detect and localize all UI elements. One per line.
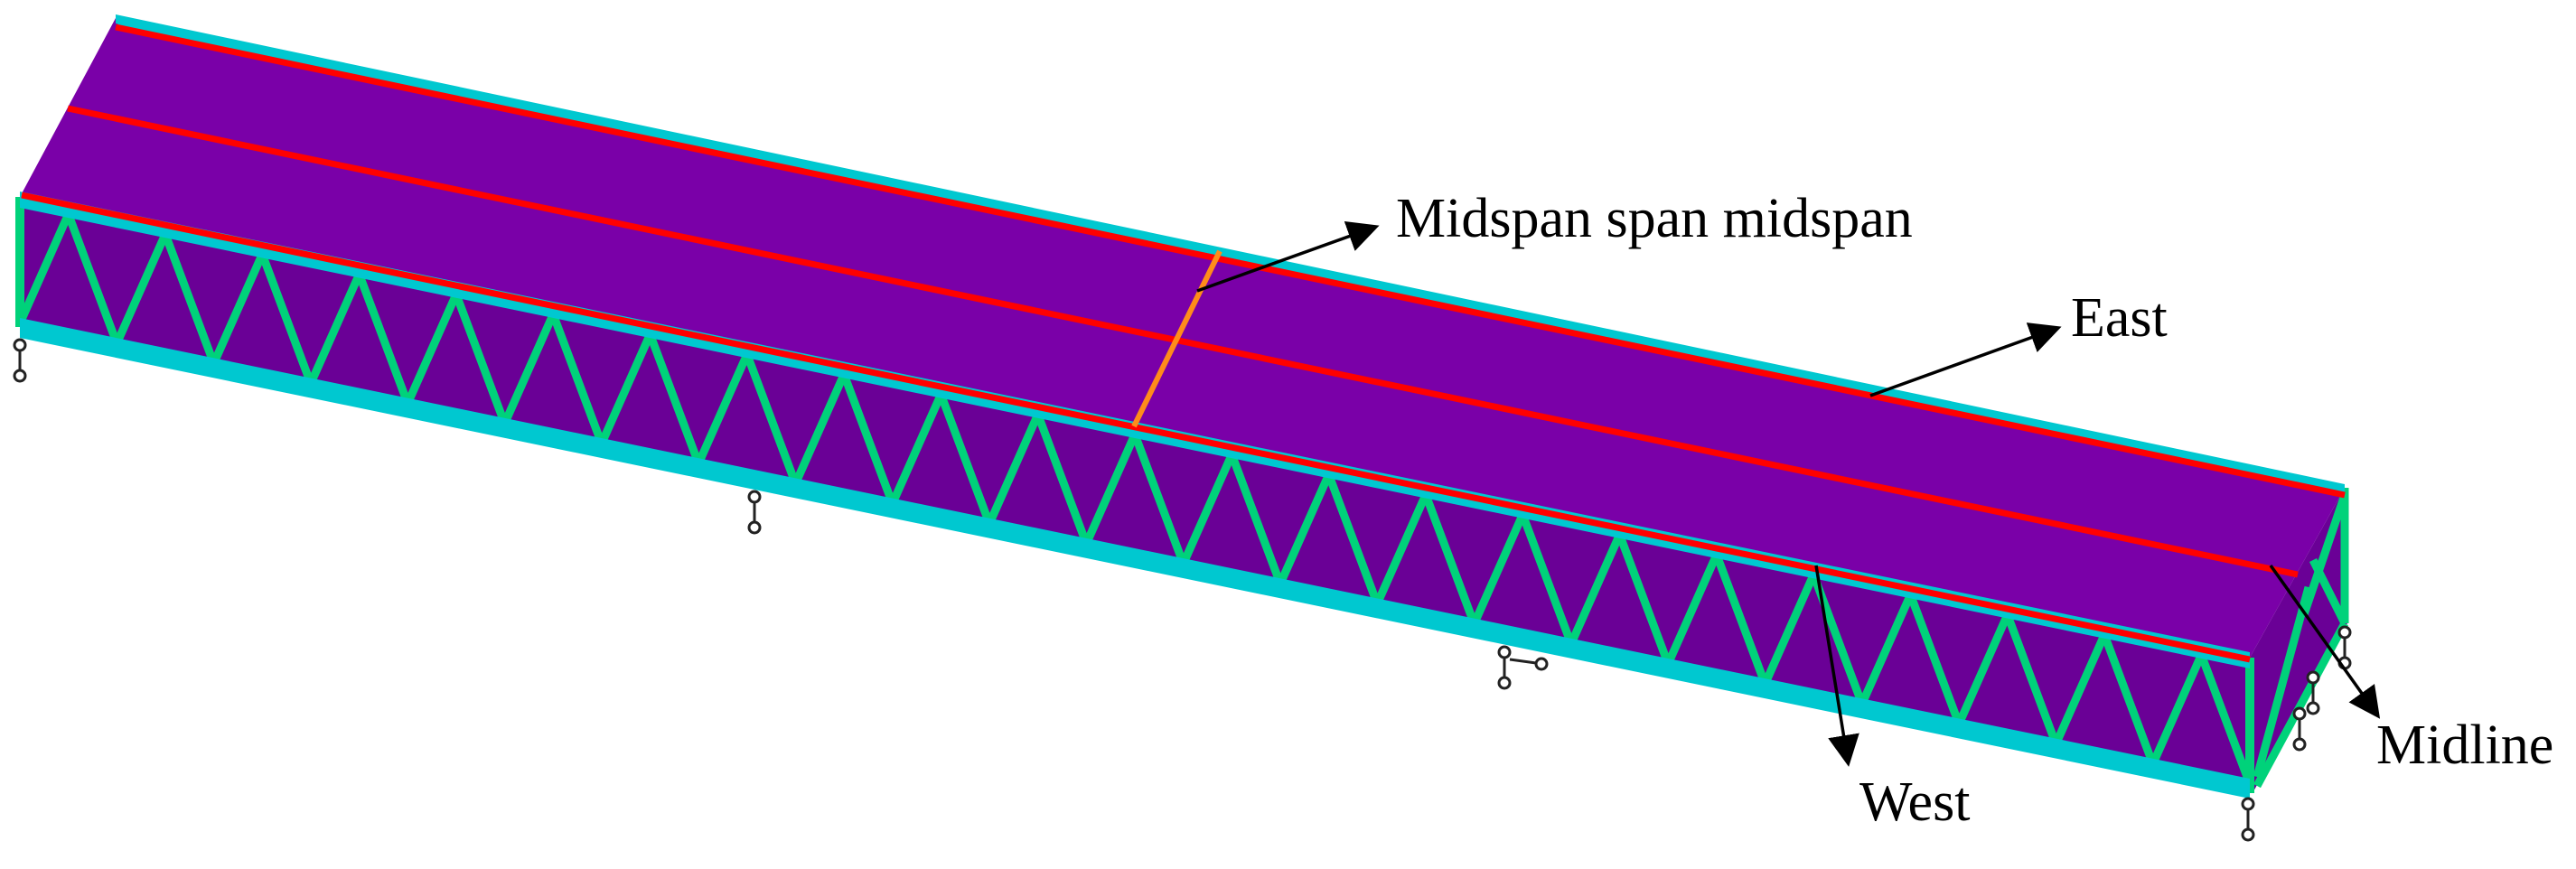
web-member	[1034, 413, 1091, 546]
east-arrow	[1869, 322, 2062, 397]
east-label: East	[2071, 287, 2168, 349]
support-icon	[13, 338, 27, 383]
web-member	[1664, 553, 1720, 666]
web-member	[1082, 433, 1139, 546]
web-member	[1130, 433, 1187, 565]
web-member	[1616, 533, 1672, 666]
support-icon	[747, 490, 762, 535]
support-icon	[1509, 657, 1549, 671]
web-member	[113, 232, 170, 345]
web-member	[64, 212, 121, 345]
web-member	[1228, 453, 1285, 585]
end-truss-right	[2250, 488, 2349, 793]
web-member	[306, 272, 363, 386]
midline-arrow	[2269, 564, 2381, 719]
web-member	[937, 393, 994, 526]
web-member	[1179, 453, 1236, 565]
web-member	[1373, 492, 1430, 606]
web-member	[646, 332, 703, 465]
web-member	[1712, 553, 1769, 686]
web-member	[2149, 653, 2206, 766]
web-member	[985, 413, 1042, 526]
end-truss-member	[2300, 493, 2349, 616]
web-member	[1906, 593, 1963, 726]
web-member	[1761, 573, 1818, 686]
supports	[13, 338, 2352, 842]
deck-top-surface	[20, 18, 2345, 658]
truss-web-members	[15, 197, 2254, 793]
web-member	[2197, 653, 2254, 786]
web-member	[1567, 533, 1624, 646]
web-member	[597, 332, 654, 445]
web-member	[1470, 512, 1527, 626]
web-member	[2003, 612, 2060, 746]
midline-label: Midline	[2376, 715, 2553, 776]
end-truss-member	[2253, 585, 2313, 779]
midspan-line	[1131, 249, 1222, 428]
web-member	[258, 252, 315, 386]
web-member	[1276, 472, 1333, 586]
west-arrow	[1814, 565, 1859, 767]
web-member	[452, 293, 509, 425]
support-icon	[2241, 797, 2255, 842]
web-member	[1325, 472, 1382, 606]
web-member	[1421, 492, 1478, 626]
midline-rail	[67, 105, 2299, 578]
web-member	[404, 292, 460, 406]
web-member	[210, 252, 267, 366]
web-member	[1519, 513, 1576, 646]
web-member	[2100, 633, 2157, 766]
web-member	[888, 392, 945, 506]
support-icon	[1497, 645, 1512, 690]
east-rail	[115, 23, 2346, 499]
bottom-chord	[20, 318, 2250, 799]
web-member	[839, 372, 896, 506]
web-member	[161, 232, 218, 365]
web-member	[15, 212, 72, 325]
web-member	[695, 352, 751, 466]
west-label: West	[1859, 771, 1970, 833]
support-icon	[2306, 670, 2320, 715]
support-icon	[2292, 706, 2307, 752]
web-member	[501, 313, 557, 425]
west-rail	[21, 192, 2251, 663]
midspan-label: Midspan span midspan	[1396, 188, 1913, 249]
web-member	[1954, 612, 2011, 726]
far-top-chord	[116, 14, 2345, 493]
web-member	[1858, 593, 1915, 706]
web-member	[2052, 632, 2109, 746]
web-member	[548, 313, 606, 445]
end-truss-member	[2309, 557, 2349, 626]
web-member	[792, 372, 848, 486]
web-member	[743, 352, 800, 485]
truss-side-face	[20, 197, 2250, 793]
midspan-arrow	[1196, 220, 1380, 293]
web-member	[355, 273, 412, 406]
